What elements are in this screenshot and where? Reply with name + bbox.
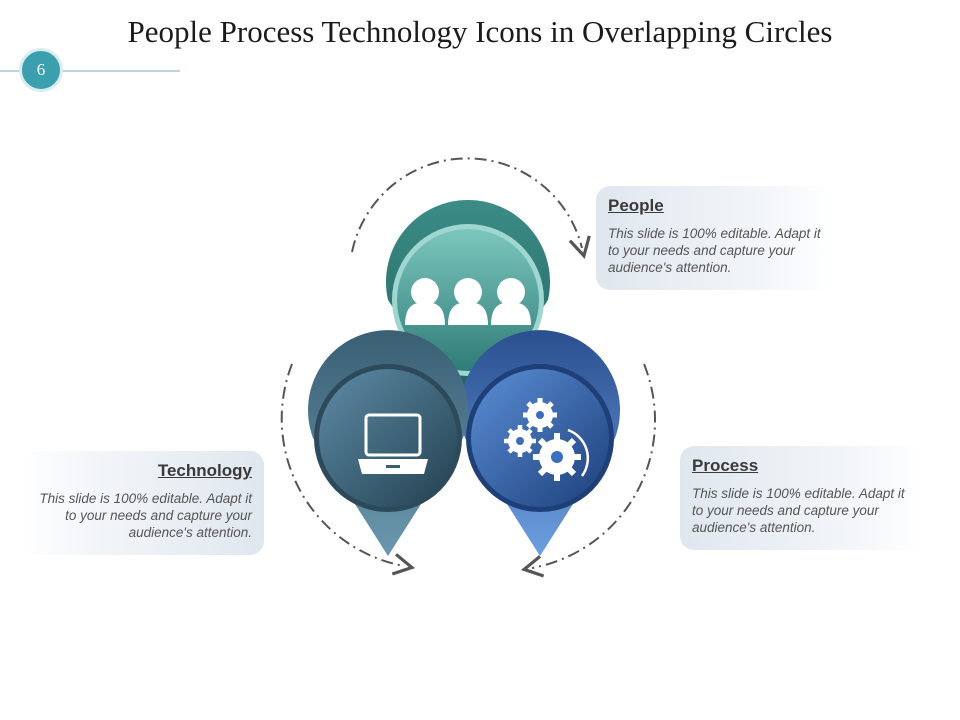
people-group-icon <box>405 278 531 325</box>
page-title: People Process Technology Icons in Overl… <box>127 14 833 49</box>
process-description: This slide is 100% editable. Adapt it to… <box>692 486 905 535</box>
technology-pin <box>308 330 468 556</box>
process-callout: Process This slide is 100% editable. Ada… <box>680 446 926 550</box>
technology-description: This slide is 100% editable. Adapt it to… <box>39 491 252 540</box>
page-number-badge: 6 <box>19 48 63 92</box>
header-divider <box>0 70 180 72</box>
people-title: People <box>608 196 664 215</box>
laptop-icon <box>358 413 428 474</box>
people-description: This slide is 100% editable. Adapt it to… <box>608 226 821 275</box>
technology-callout: Technology This slide is 100% editable. … <box>18 451 264 555</box>
people-callout: People This slide is 100% editable. Adap… <box>596 186 836 290</box>
process-title: Process <box>692 456 759 475</box>
gears-icon <box>504 398 590 481</box>
cycle-arrow-people-to-process <box>351 157 591 259</box>
cycle-arrow-technology-to-people <box>280 363 416 576</box>
technology-title: Technology <box>157 461 252 480</box>
